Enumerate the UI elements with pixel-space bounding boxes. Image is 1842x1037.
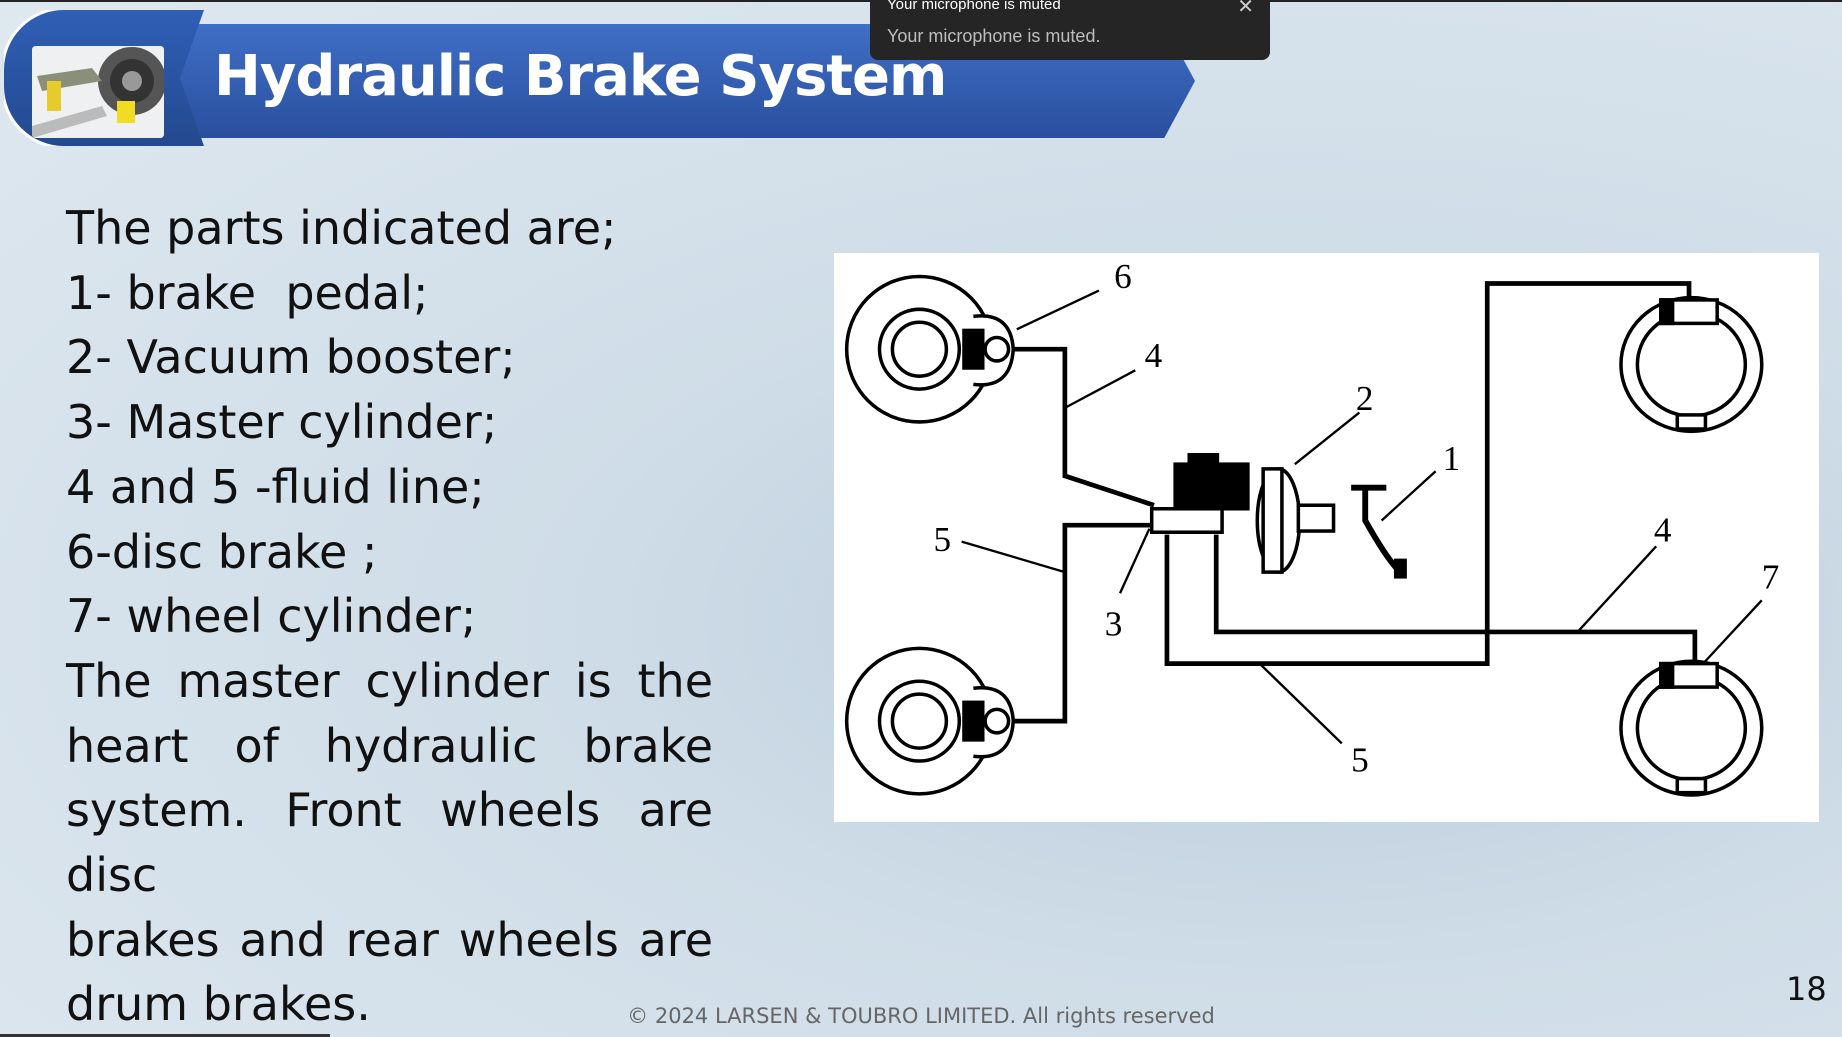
label-4-right: 4 (1654, 511, 1672, 550)
front-disc-brake-top (844, 274, 1016, 424)
page-number: 18 (1786, 970, 1827, 1008)
paragraph-line: system. Front wheels are disc (66, 783, 713, 903)
mute-notification: Your microphone is muted ✕ Your micropho… (870, 0, 1270, 60)
body-line: 7- wheel cylinder; (66, 589, 477, 644)
body-line: 3- Master cylinder; (66, 395, 498, 450)
body-line: 1- brake pedal; (66, 265, 429, 320)
label-5-bottom: 5 (1351, 741, 1369, 780)
toast-title: Your microphone is muted (887, 0, 1061, 13)
body-line: The parts indicated are; (66, 201, 617, 255)
label-4-top: 4 (1145, 336, 1163, 375)
label-3: 3 (1105, 604, 1123, 643)
slide-title: Hydraulic Brake System (214, 44, 947, 109)
leader-lines (961, 289, 1763, 745)
rear-drum-brake-top (1619, 295, 1764, 434)
toast-message: Your microphone is muted. (887, 26, 1101, 46)
paragraph-line: heart of hydraulic brake (66, 718, 713, 773)
fluid-lines (1013, 281, 1698, 724)
slide-body: The parts indicated are; 1- brake pedal;… (66, 196, 713, 1037)
body-line: 4 and 5 -fluid line; (66, 459, 485, 514)
label-2: 2 (1356, 379, 1374, 418)
paragraph-line: drum brakes. (66, 977, 371, 1032)
logo-frame (4, 10, 204, 146)
label-1: 1 (1443, 439, 1461, 478)
body-line: 6-disc brake ; (66, 524, 378, 579)
copyright-footer: © 2024 LARSEN & TOUBRO LIMITED. All righ… (627, 1004, 1215, 1028)
label-5-left: 5 (933, 520, 951, 559)
front-disc-brake-bottom (844, 646, 1016, 796)
brake-assembly-image (32, 46, 164, 138)
label-7: 7 (1762, 558, 1780, 597)
paragraph-line: The master cylinder is the (66, 653, 713, 708)
progress-bar (0, 1034, 330, 1037)
brake-system-diagram: 6 4 2 1 5 3 4 7 5 (834, 253, 1819, 822)
rear-drum-brake-bottom (1619, 659, 1764, 797)
paragraph-line: brakes and rear wheels are (66, 912, 713, 967)
body-line: 2- Vacuum booster; (66, 330, 516, 385)
label-6: 6 (1114, 257, 1132, 296)
master-cylinder-and-booster (1149, 453, 1407, 579)
close-icon[interactable]: ✕ (1237, 0, 1254, 18)
